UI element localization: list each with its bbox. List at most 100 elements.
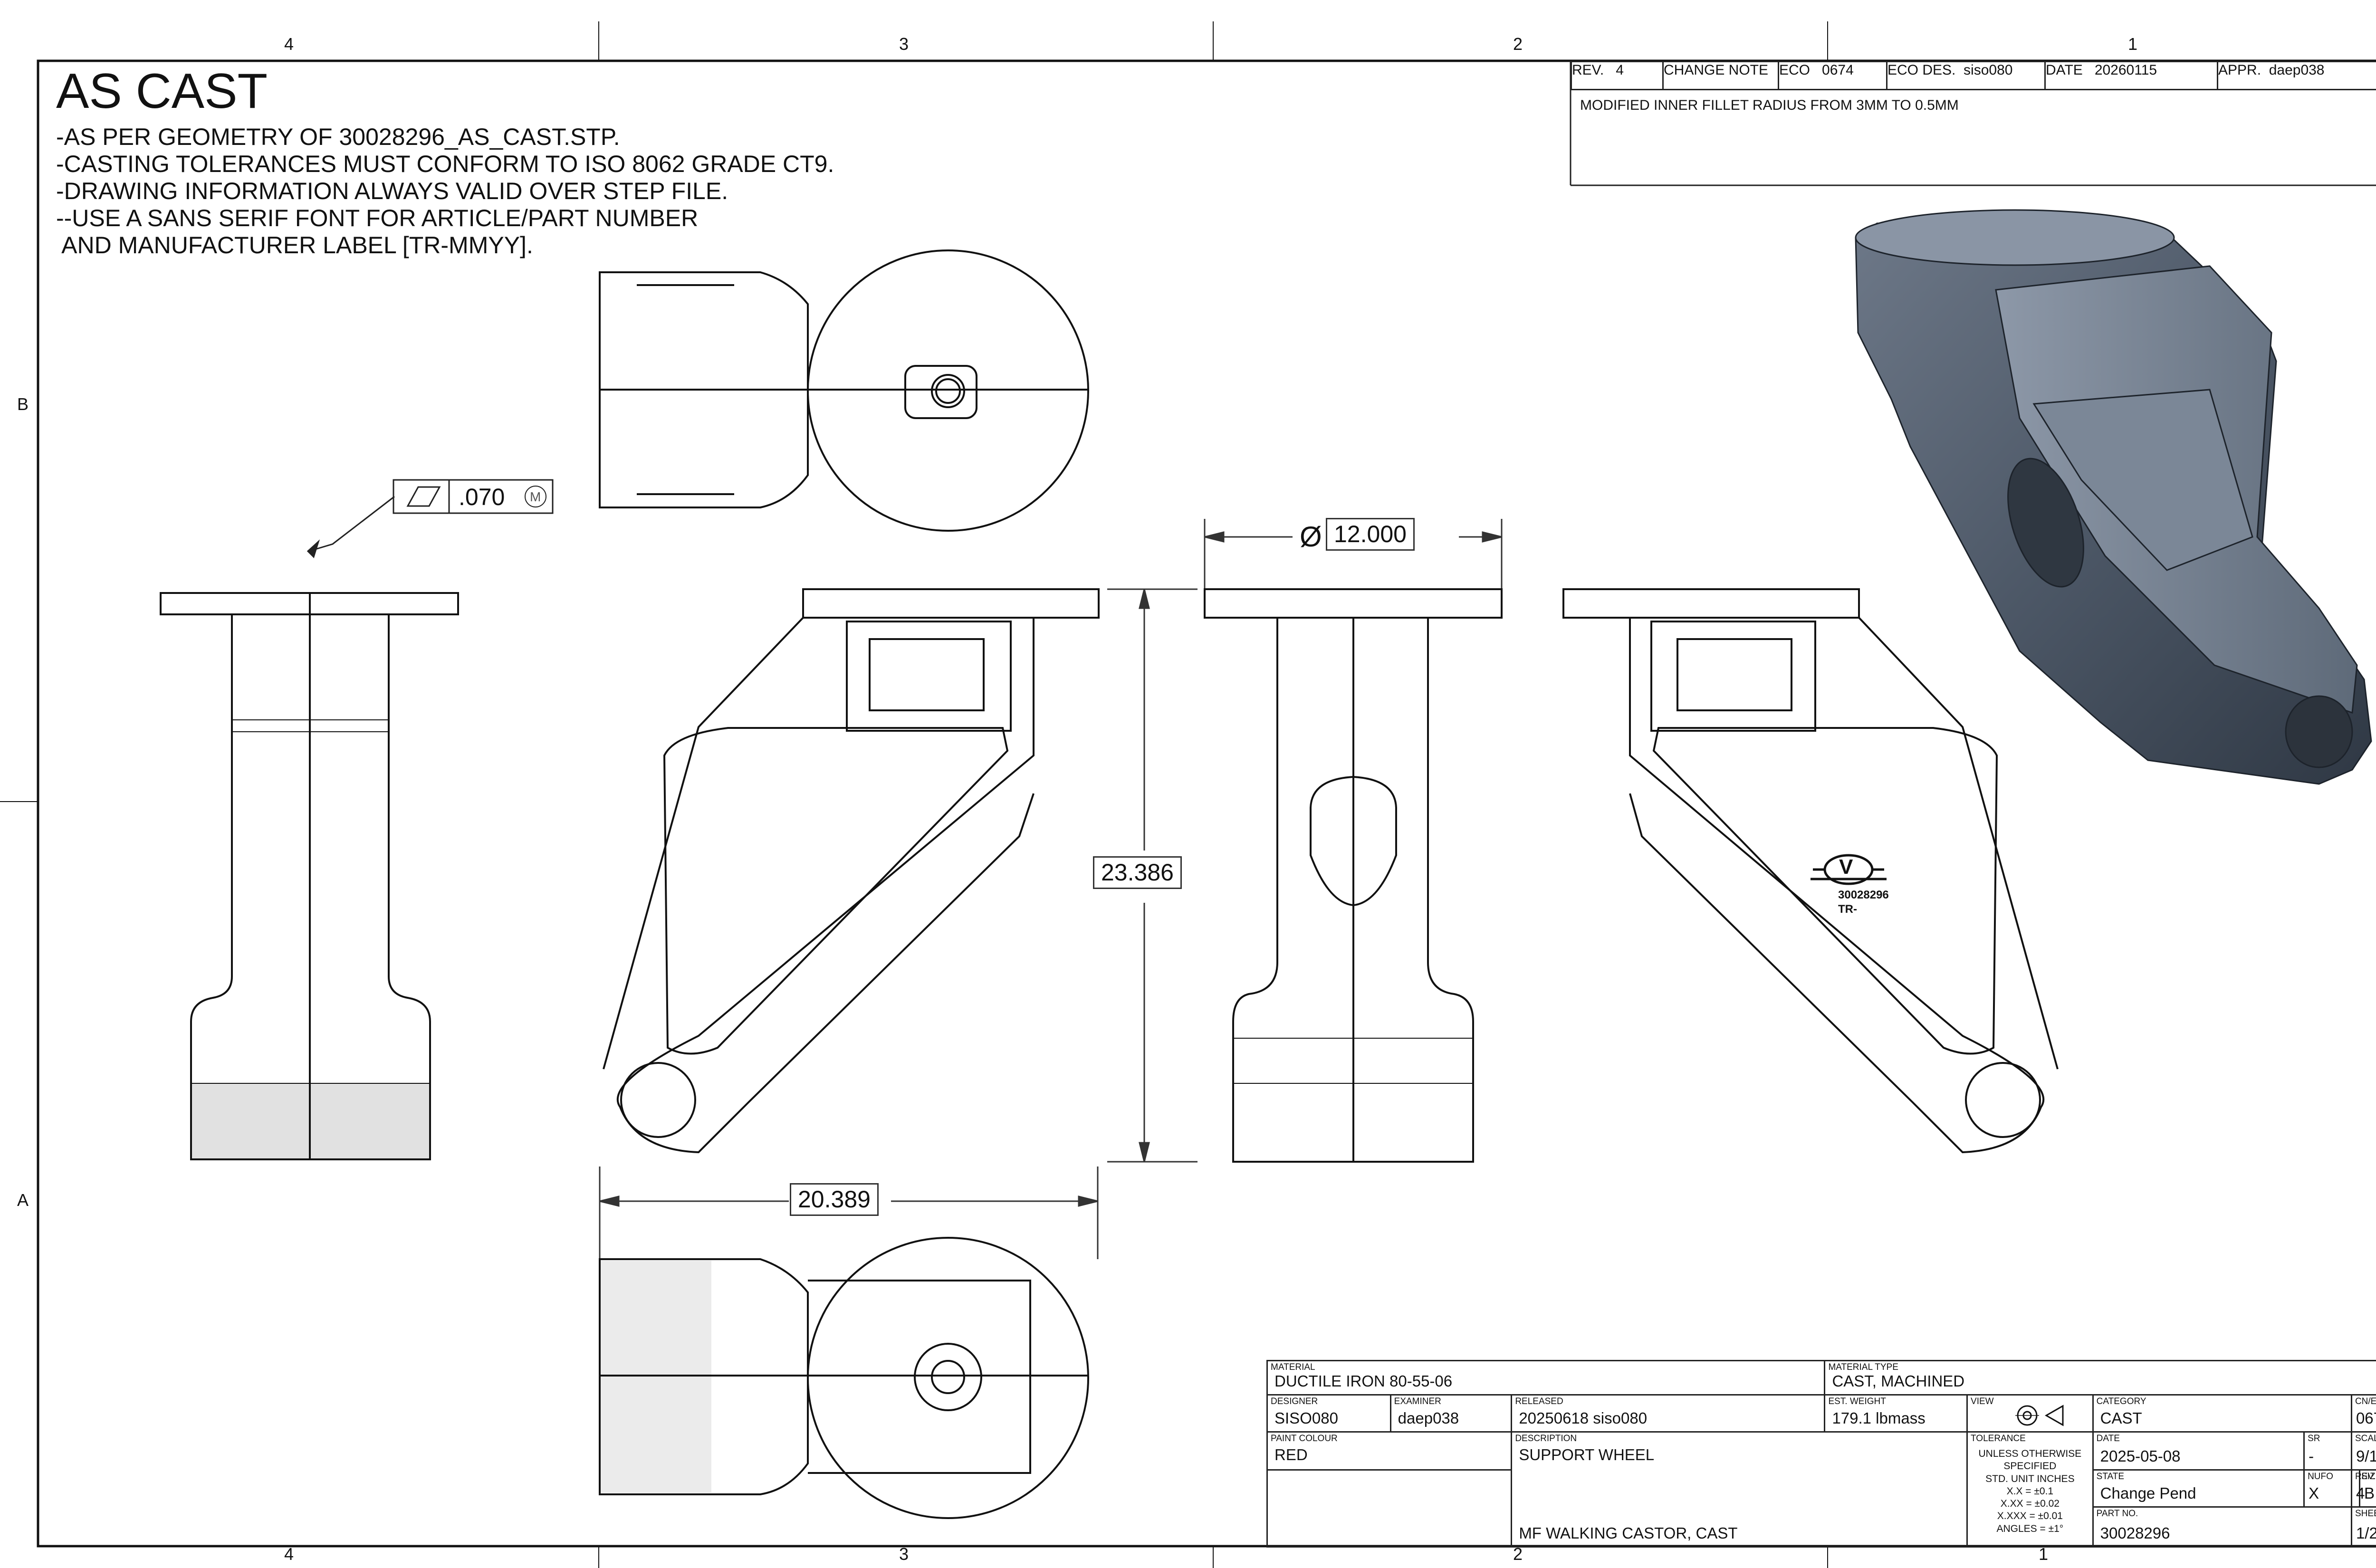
part-no-label: PART NO. xyxy=(2096,1509,2138,1519)
date-label: DATE xyxy=(2046,62,2083,78)
cn-eco-label: CN/ECO xyxy=(2355,1396,2376,1406)
eco-des-label: ECO DES. xyxy=(1887,62,1956,78)
category-value: CAST xyxy=(2100,1409,2142,1427)
width-dimension xyxy=(599,1166,1099,1259)
nufo-label: NUFO xyxy=(2308,1472,2333,1482)
category-label: CATEGORY xyxy=(2096,1396,2146,1406)
paint-colour-value: RED xyxy=(1274,1446,1308,1463)
diameter-dimension xyxy=(1204,519,1503,589)
zone-col-3-bottom: 3 xyxy=(899,1544,909,1564)
marking-label: TR- xyxy=(1838,903,1857,916)
flatness-leader xyxy=(307,479,554,558)
tolerance-line: X.X = ±0.1 xyxy=(2006,1485,2054,1497)
tolerance-line: X.XX = ±0.02 xyxy=(2000,1498,2060,1509)
notes-title: AS CAST xyxy=(56,64,268,119)
zone-col-1-top: 1 xyxy=(2128,34,2138,54)
zone-col-2-top: 2 xyxy=(1513,34,1523,54)
diameter-dimension-value: 12.000 xyxy=(1326,518,1415,551)
description-value: SUPPORT WHEEL xyxy=(1519,1446,1655,1463)
top-view xyxy=(599,249,1089,532)
note-line: --USE A SANS SERIF FONT FOR ARTICLE/PART… xyxy=(56,205,699,231)
appr-value: daep038 xyxy=(2269,62,2325,78)
isometric-view xyxy=(1855,209,2372,785)
bottom-view xyxy=(599,1237,1089,1519)
state-label: STATE xyxy=(2096,1472,2125,1482)
tolerance-label: TOLERANCE xyxy=(1971,1434,2026,1444)
appr-label: APPR. xyxy=(2218,62,2261,78)
sr-label: SR xyxy=(2308,1434,2320,1444)
marking-part-number: 30028296 xyxy=(1838,889,1889,901)
note-line: AND MANUFACTURER LABEL [TR-MMYY]. xyxy=(56,232,533,258)
material-label: MATERIAL xyxy=(1271,1362,1315,1372)
front-view xyxy=(603,588,1100,1154)
tolerance-line: STD. UNIT INCHES xyxy=(1985,1473,2075,1484)
rev-value: 4 xyxy=(2356,1484,2365,1502)
zone-col-4-top: 4 xyxy=(284,34,294,54)
eco-des-value: siso080 xyxy=(1964,62,2013,78)
eco-label: ECO xyxy=(1779,62,1811,78)
diameter-symbol: Ø xyxy=(1300,521,1322,553)
zone-row-b-left: B xyxy=(17,394,29,414)
height-dimension xyxy=(1107,588,1198,1163)
view-label: VIEW xyxy=(1971,1396,1994,1406)
description-secondary: MF WALKING CASTOR, CAST xyxy=(1519,1524,1738,1542)
size-value: B xyxy=(2364,1484,2375,1502)
rev-value: 4 xyxy=(1616,62,1624,78)
material-type-value: CAST, MACHINED xyxy=(1832,1372,1965,1390)
material-type-label: MATERIAL TYPE xyxy=(1828,1362,1898,1372)
drawing-border xyxy=(37,59,2376,1548)
released-label: RELEASED xyxy=(1515,1396,1563,1406)
note-line: -CASTING TOLERANCES MUST CONFORM TO ISO … xyxy=(56,151,834,177)
size-label: SIZE xyxy=(2361,1472,2376,1482)
scale-value: 9/100 xyxy=(2356,1447,2376,1465)
examiner-value: daep038 xyxy=(1398,1409,1459,1427)
revision-table: REV. 4 CHANGE NOTE ECO 0674 ECO DES. sis… xyxy=(1571,61,2376,90)
eco-value: 0674 xyxy=(1822,62,1854,78)
designer-label: DESIGNER xyxy=(1271,1396,1318,1406)
zone-col-1-bottom: 1 xyxy=(2039,1544,2049,1564)
zone-col-4-bottom: 4 xyxy=(284,1544,294,1564)
zone-col-3-top: 3 xyxy=(899,34,909,54)
zone-row-a-left: A xyxy=(17,1190,29,1210)
rear-view xyxy=(1562,588,2059,1154)
flatness-value: .070 xyxy=(459,484,505,510)
note-line: -AS PER GEOMETRY OF 30028296_AS_CAST.STP… xyxy=(56,124,620,150)
designer-value: SISO080 xyxy=(1274,1409,1338,1427)
revision-description: MODIFIED INNER FILLET RADIUS FROM 3MM TO… xyxy=(1580,97,1959,113)
weight-value: 179.1 lbmass xyxy=(1832,1409,1926,1427)
sheet-value: 1/2 xyxy=(2356,1524,2376,1542)
right-side-view xyxy=(1204,588,1503,1163)
date-value: 2025-05-08 xyxy=(2100,1447,2181,1465)
paint-colour-label: PAINT COLOUR xyxy=(1271,1434,1338,1444)
tolerance-line: SPECIFIED xyxy=(2003,1461,2057,1472)
date-label: DATE xyxy=(2096,1434,2120,1444)
note-line: -DRAWING INFORMATION ALWAYS VALID OVER S… xyxy=(56,178,728,204)
change-note-label: CHANGE NOTE xyxy=(1664,62,1769,78)
sr-value: - xyxy=(2309,1447,2314,1465)
part-no-value: 30028296 xyxy=(2100,1524,2170,1542)
mmc-modifier: M xyxy=(530,489,541,504)
width-dimension-value: 20.389 xyxy=(790,1183,879,1216)
tolerance-line: X.XXX = ±0.01 xyxy=(1997,1511,2063,1522)
zone-col-2-bottom: 2 xyxy=(1513,1544,1523,1564)
logo-letter: V xyxy=(1839,855,1853,879)
date-value: 20260115 xyxy=(2094,62,2157,78)
scale-label: SCALE xyxy=(2355,1434,2376,1444)
weight-label: EST. WEIGHT xyxy=(1828,1396,1886,1406)
state-value: Change Pend xyxy=(2100,1484,2196,1502)
rev-label: REV. xyxy=(1572,62,1604,78)
examiner-label: EXAMINER xyxy=(1394,1396,1441,1406)
projection-symbol-icon xyxy=(2015,1405,2064,1426)
rev-label: REV. xyxy=(2355,1472,2376,1482)
tolerance-line: UNLESS OTHERWISE xyxy=(1978,1448,2082,1459)
logo-mark xyxy=(1811,854,1887,885)
nufo-value: X xyxy=(2309,1484,2319,1502)
sheet-label: SHEET xyxy=(2355,1509,2376,1519)
height-dimension-value: 23.386 xyxy=(1093,856,1182,889)
description-label: DESCRIPTION xyxy=(1515,1434,1577,1444)
left-side-view xyxy=(160,592,459,1160)
material-value: DUCTILE IRON 80-55-06 xyxy=(1274,1372,1453,1390)
released-value: 20250618 siso080 xyxy=(1519,1409,1648,1427)
